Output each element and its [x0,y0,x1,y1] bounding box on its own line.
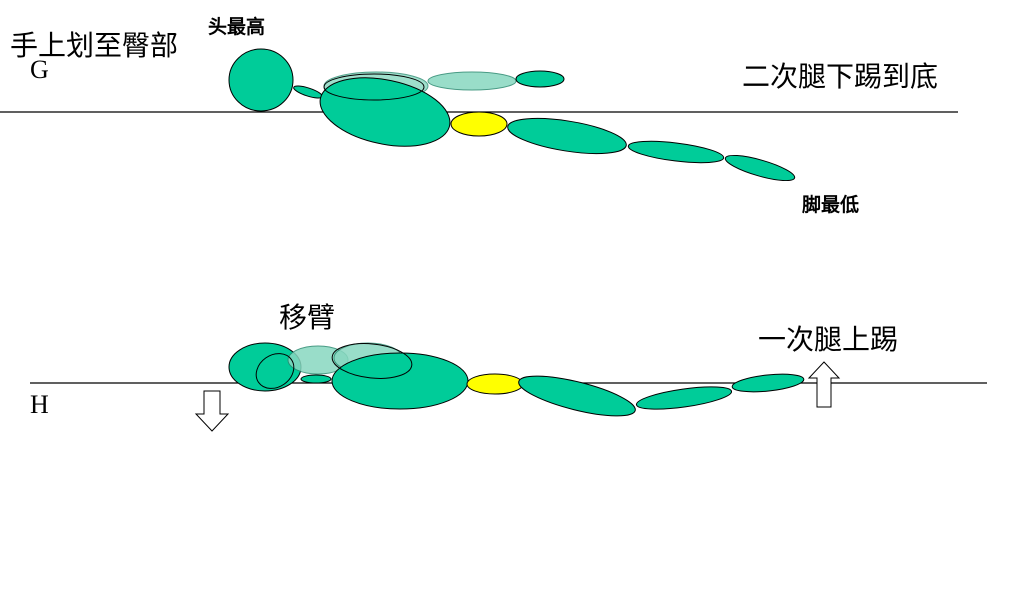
head-label-g: 头最高 [208,16,266,38]
up-arrow-icon [807,361,841,408]
arm-outline-shoulder-h [331,343,413,379]
section-label-g: G [30,55,49,84]
head-h [228,342,302,392]
section-label-h: H [30,390,49,419]
arm-outline-face-h [255,353,295,389]
arm-ghost-upper-g [427,71,517,91]
neck-g [293,85,323,99]
hip-h [466,373,524,395]
thigh-g [507,117,627,155]
down-arrow-icon [194,390,230,432]
kick-label-h: 一次腿上踢 [758,323,899,356]
head-g [228,48,294,112]
arm-outline-g [323,73,425,101]
neck-h [300,374,332,384]
swimmer-h [228,342,805,417]
arm-label-g: 手上划至臀部 [10,29,179,62]
hip-g [450,111,508,137]
foot-g [724,154,796,182]
hand-g [515,70,565,88]
swimmer-g [228,48,796,182]
foot-label-g: 脚最低 [802,194,860,216]
torso-g [319,77,451,147]
shin-h [635,386,733,410]
foot-h [731,373,805,393]
kick-label-g: 二次腿下踢到底 [742,60,939,93]
thigh-h [518,375,636,417]
torso-h [331,352,469,410]
arm-label-h: 移臂 [279,301,336,334]
shin-g [627,140,725,164]
